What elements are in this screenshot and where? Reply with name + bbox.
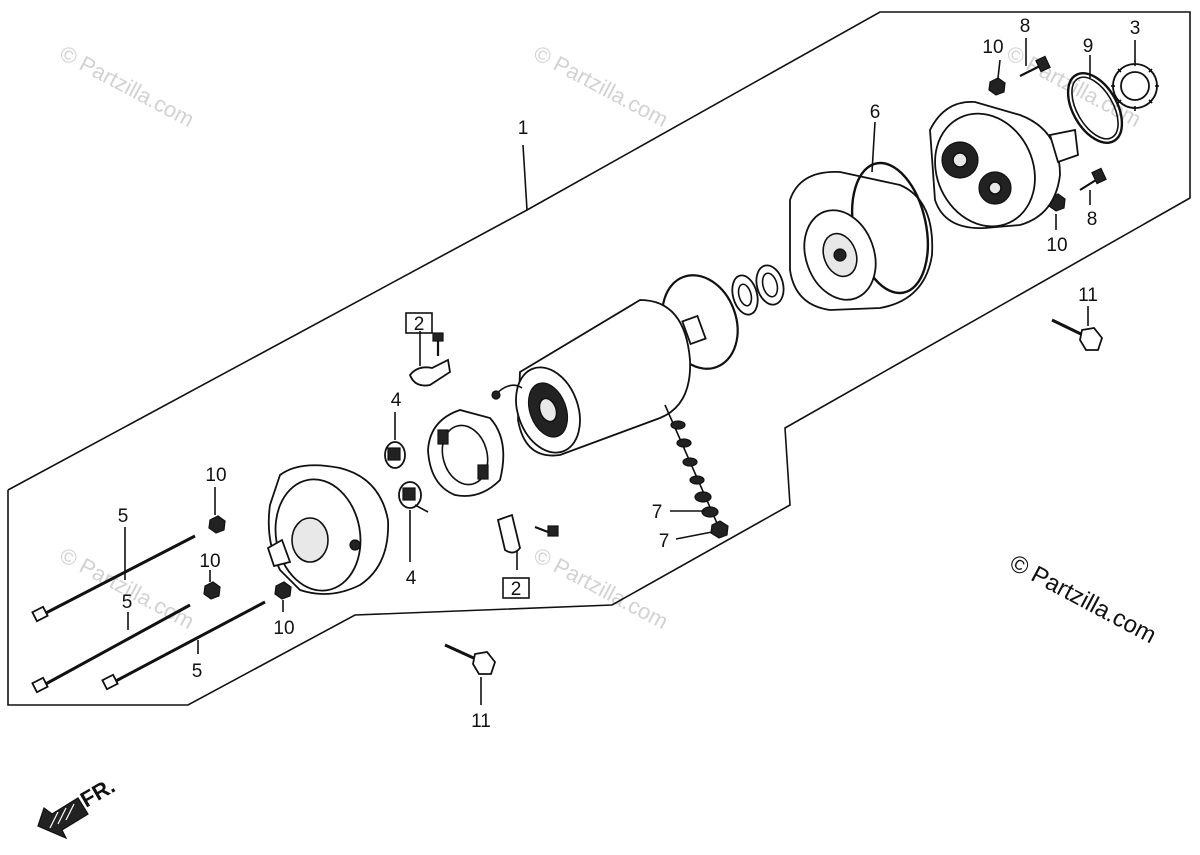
callout-4: 4: [391, 390, 402, 411]
callout-box: [502, 577, 530, 599]
watermark: © Partzilla.com: [56, 542, 199, 634]
watermark: © Partzilla.com: [530, 40, 673, 132]
callout-2: 2: [511, 579, 522, 600]
callout-4: 4: [406, 568, 417, 589]
callout-11: 11: [1078, 285, 1098, 306]
callout-6: 6: [870, 102, 881, 123]
callout-10: 10: [205, 465, 226, 486]
reduction-gear-housing: [929, 101, 1079, 229]
assembly-group-outline: [7, 11, 1191, 706]
nut: [988, 77, 1006, 96]
leader-line: [522, 144, 528, 211]
callout-2: 2: [414, 314, 425, 335]
callout-3: 3: [1130, 18, 1141, 39]
callout-5: 5: [118, 506, 129, 527]
washer: [731, 274, 759, 316]
through-bolt: [101, 600, 266, 691]
callout-7: 7: [659, 531, 670, 552]
bolt: [1019, 55, 1051, 77]
callout-8: 8: [1020, 16, 1031, 37]
callout-labels: 1 2 2 3 4 4 5 5 5 6 7 7 8 8 9 10 10 10 1…: [118, 16, 1141, 732]
brush: [384, 441, 406, 469]
terminal-insulator-stack: [664, 404, 729, 539]
callout-7: 7: [652, 502, 663, 523]
nut: [203, 581, 221, 600]
mounting-bolt: [444, 643, 497, 675]
callout-10: 10: [273, 618, 294, 639]
front-direction-arrow: FR.: [37, 773, 119, 840]
leader-lines: [124, 38, 1136, 705]
callout-10: 10: [1046, 235, 1067, 256]
callout-8: 8: [1087, 209, 1098, 230]
brush: [398, 481, 429, 513]
callout-9: 9: [1083, 36, 1094, 57]
callout-11: 11: [471, 711, 491, 732]
callout-5: 5: [122, 592, 133, 613]
bolt: [1079, 167, 1107, 191]
callout-5: 5: [192, 661, 203, 682]
rear-cover: [266, 464, 389, 595]
watermark: © Partzilla.com: [56, 40, 199, 132]
brush-terminal: [496, 513, 559, 554]
copyright-text: © Partzilla.com: [1005, 549, 1160, 649]
washer: [755, 264, 785, 306]
pinion-gear: [1111, 61, 1159, 111]
nut: [208, 515, 226, 534]
o-ring: [1066, 72, 1124, 144]
callout-box: [405, 312, 433, 334]
callout-10: 10: [982, 37, 1003, 58]
gear-case-cover: [789, 161, 934, 311]
brush-terminal: [408, 332, 451, 387]
through-bolt: [31, 603, 191, 694]
nut: [274, 581, 292, 600]
mounting-bolt: [1051, 318, 1104, 351]
callout-10: 10: [199, 551, 220, 572]
through-bolt: [31, 534, 196, 623]
callout-1: 1: [518, 118, 529, 139]
brush-holder: [427, 409, 505, 497]
watermark: © Partzilla.com: [530, 542, 673, 634]
starter-motor-yoke: [491, 299, 707, 457]
